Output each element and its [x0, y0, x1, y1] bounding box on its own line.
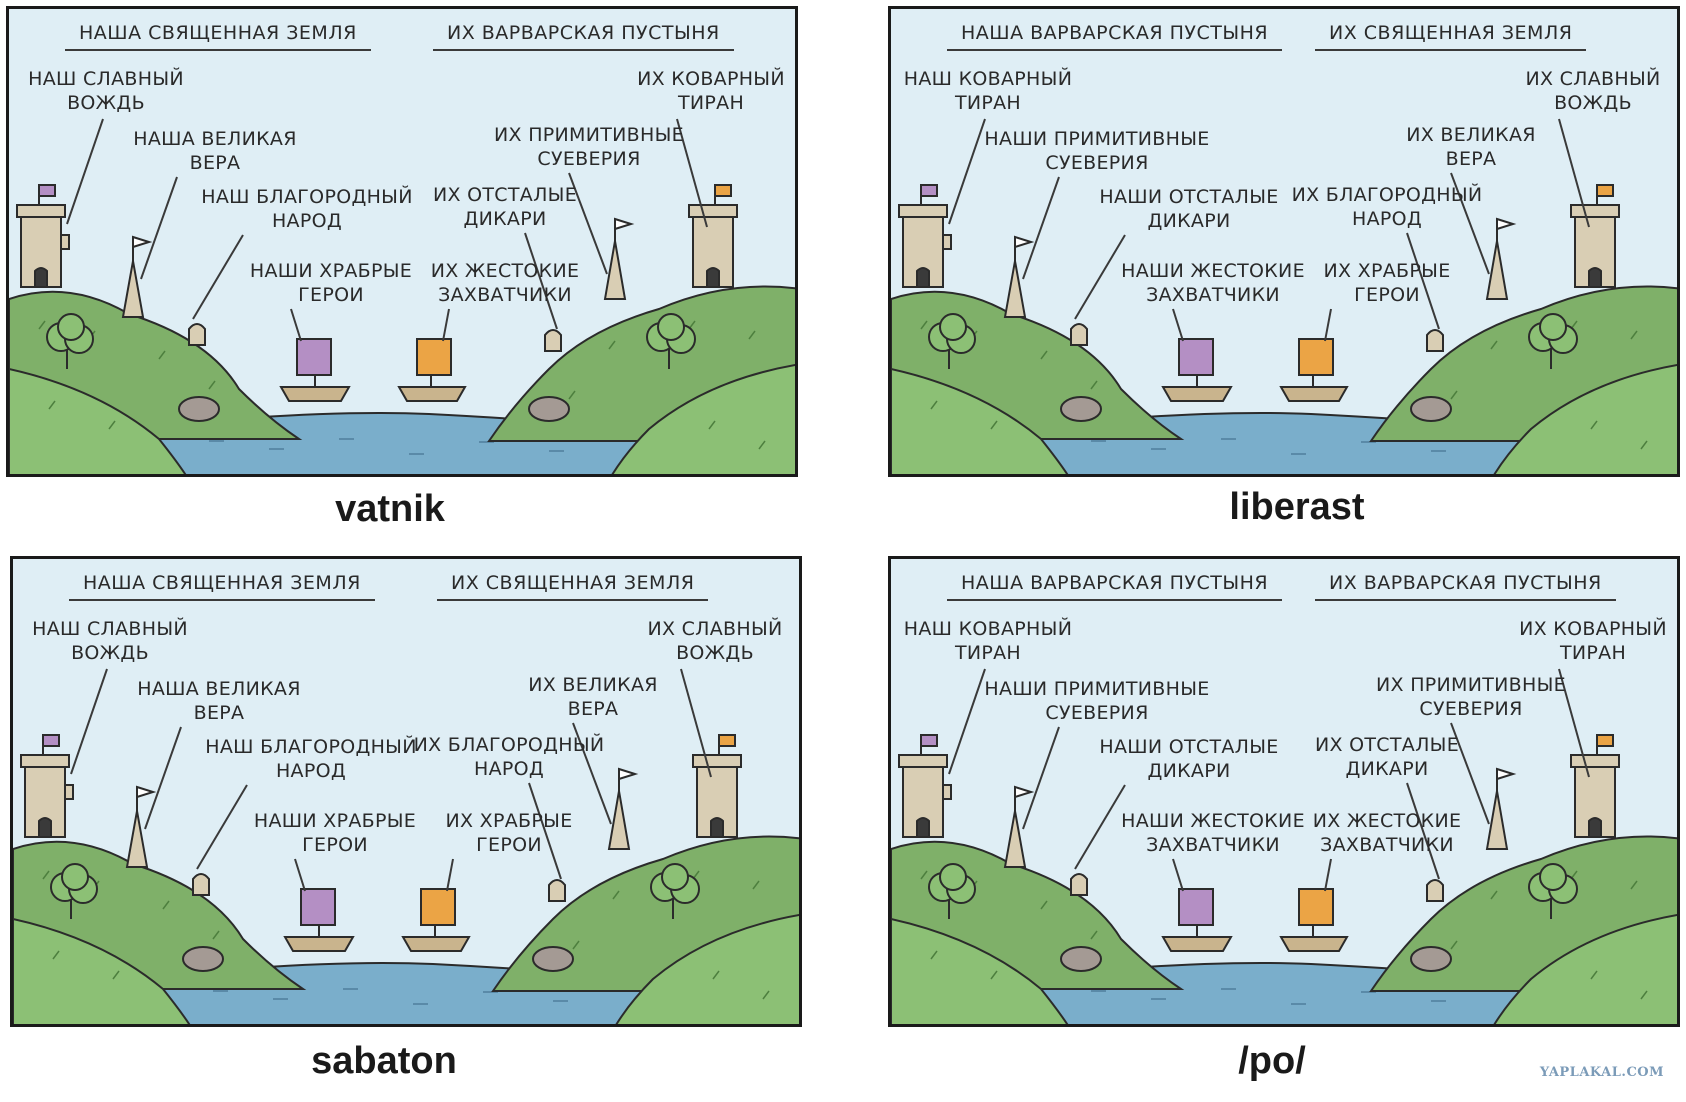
landscape-scene: [891, 9, 1677, 474]
right-label: ИХ СЛАВНЫЙ ВОЖДЬ: [1525, 68, 1661, 114]
left-label: НАША ВЕЛИКАЯ ВЕРА: [137, 678, 301, 724]
left-label: НАШИ ХРАБРЫЕ ГЕРОИ: [253, 810, 417, 856]
left-label: НАШИ ОТСТАЛЫЕ ДИКАРИ: [1099, 186, 1279, 232]
left-label: НАШИ ПРИМИТИВНЫЕ СУЕВЕРИЯ: [984, 128, 1210, 174]
panel-caption: sabaton: [311, 1040, 457, 1082]
watermark: YAPLAKAL.COM: [1539, 1065, 1664, 1080]
right-label: ИХ БЛАГОРОДНЫЙ НАРОД: [1291, 184, 1483, 230]
left-label: НАШИ ЖЕСТОКИЕ ЗАХВАТЧИКИ: [1121, 810, 1305, 856]
right-label: ИХ ЖЕСТОКИЕ ЗАХВАТЧИКИ: [1312, 810, 1462, 856]
left-label: НАШ СЛАВНЫЙ ВОЖДЬ: [32, 618, 188, 664]
right-label: ИХ ОТСТАЛЫЕ ДИКАРИ: [432, 184, 578, 230]
right-label: ИХ ПРИМИТИВНЫЕ СУЕВЕРИЯ: [494, 124, 684, 170]
left-label: НАШИ ХРАБРЫЕ ГЕРОИ: [249, 260, 413, 306]
header-right: ИХ СВЯЩЕННАЯ ЗЕМЛЯ: [437, 572, 709, 601]
left-label: НАШ БЛАГОРОДНЫЙ НАРОД: [201, 186, 413, 232]
left-label: НАШИ ПРИМИТИВНЫЕ СУЕВЕРИЯ: [984, 678, 1210, 724]
header-left: НАША ВАРВАРСКАЯ ПУСТЫНЯ: [947, 572, 1283, 601]
panel-caption: vatnik: [335, 488, 445, 530]
header-left: НАША СВЯЩЕННАЯ ЗЕМЛЯ: [65, 22, 371, 51]
landscape-scene: [13, 559, 799, 1024]
header-right: ИХ СВЯЩЕННАЯ ЗЕМЛЯ: [1315, 22, 1587, 51]
header-left: НАША СВЯЩЕННАЯ ЗЕМЛЯ: [69, 572, 375, 601]
comic-panel-po: НАША ВАРВАРСКАЯ ПУСТЫНЯ ИХ ВАРВАРСКАЯ ПУС…: [888, 556, 1680, 1027]
left-label: НАШИ ОТСТАЛЫЕ ДИКАРИ: [1099, 736, 1279, 782]
left-label: НАША ВЕЛИКАЯ ВЕРА: [133, 128, 297, 174]
left-label: НАШ БЛАГОРОДНЫЙ НАРОД: [205, 736, 417, 782]
panel-caption: liberast: [1229, 486, 1365, 528]
right-label: ИХ БЛАГОРОДНЫЙ НАРОД: [413, 734, 605, 780]
right-label: ИХ ВЕЛИКАЯ ВЕРА: [1406, 124, 1536, 170]
left-label: НАШ КОВАРНЫЙ ТИРАН: [903, 618, 1073, 664]
header-right: ИХ ВАРВАРСКАЯ ПУСТЫНЯ: [433, 22, 734, 51]
right-label: ИХ ВЕЛИКАЯ ВЕРА: [528, 674, 658, 720]
comic-panel-vatnik: НАША СВЯЩЕННАЯ ЗЕМЛЯ ИХ ВАРВАРСКАЯ ПУСТЫН…: [6, 6, 798, 477]
right-label: ИХ ХРАБРЫЕ ГЕРОИ: [445, 810, 573, 856]
right-label: ИХ КОВАРНЫЙ ТИРАН: [637, 68, 785, 114]
left-label: НАШ СЛАВНЫЙ ВОЖДЬ: [28, 68, 184, 114]
right-label: ИХ ХРАБРЫЕ ГЕРОИ: [1323, 260, 1451, 306]
header-right: ИХ ВАРВАРСКАЯ ПУСТЫНЯ: [1315, 572, 1616, 601]
comic-panel-sabaton: НАША СВЯЩЕННАЯ ЗЕМЛЯ ИХ СВЯЩЕННАЯ ЗЕМЛЯ НА…: [10, 556, 802, 1027]
right-label: ИХ ПРИМИТИВНЫЕ СУЕВЕРИЯ: [1376, 674, 1566, 720]
comic-panel-liberast: НАША ВАРВАРСКАЯ ПУСТЫНЯ ИХ СВЯЩЕННАЯ ЗЕМЛ…: [888, 6, 1680, 477]
right-label: ИХ ОТСТАЛЫЕ ДИКАРИ: [1314, 734, 1460, 780]
right-label: ИХ СЛАВНЫЙ ВОЖДЬ: [647, 618, 783, 664]
panel-caption: /po/: [1238, 1040, 1306, 1082]
header-left: НАША ВАРВАРСКАЯ ПУСТЫНЯ: [947, 22, 1283, 51]
right-label: ИХ ЖЕСТОКИЕ ЗАХВАТЧИКИ: [430, 260, 580, 306]
right-label: ИХ КОВАРНЫЙ ТИРАН: [1519, 618, 1667, 664]
left-label: НАШ КОВАРНЫЙ ТИРАН: [903, 68, 1073, 114]
landscape-scene: [891, 559, 1677, 1024]
landscape-scene: [9, 9, 795, 474]
left-label: НАШИ ЖЕСТОКИЕ ЗАХВАТЧИКИ: [1121, 260, 1305, 306]
